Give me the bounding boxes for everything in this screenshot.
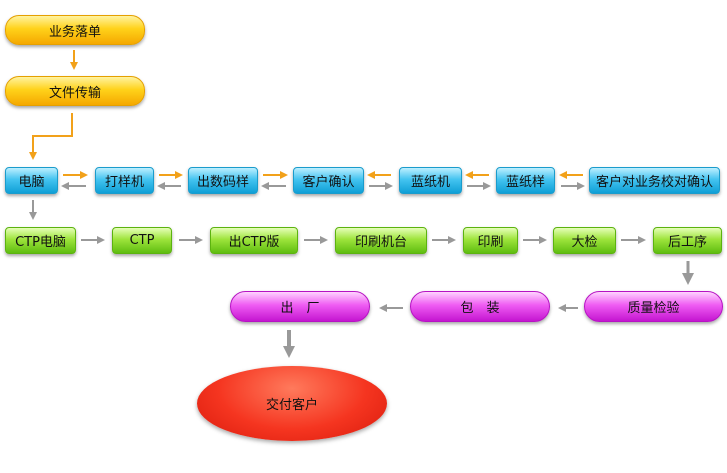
node-press: 印刷机台 [335, 227, 427, 254]
node-blueprint-sample: 蓝纸样 [496, 167, 555, 194]
node-customer-proofread: 客户对业务校对确认 [589, 167, 720, 194]
node-computer: 电脑 [5, 167, 58, 194]
node-file-transfer: 文件传输 [5, 76, 145, 106]
node-printing: 印刷 [463, 227, 518, 254]
node-proof-printer: 打样机 [95, 167, 154, 194]
node-business-order: 业务落单 [5, 15, 145, 45]
node-ctp-plate: 出CTP版 [210, 227, 298, 254]
node-inspection: 大检 [553, 227, 616, 254]
node-quality-check: 质量检验 [584, 291, 723, 322]
node-blueprint-machine: 蓝纸机 [399, 167, 462, 194]
node-ctp: CTP [112, 227, 172, 254]
node-post-press: 后工序 [653, 227, 722, 254]
node-deliver: 交付客户 [197, 366, 387, 441]
node-customer-confirm: 客户确认 [293, 167, 364, 194]
arrow-file-to-computer [29, 113, 73, 160]
node-digital-proof: 出数码样 [188, 167, 258, 194]
node-leave-factory: 出 厂 [230, 291, 370, 322]
node-ctp-computer: CTP电脑 [5, 227, 76, 254]
node-packaging: 包 装 [410, 291, 550, 322]
